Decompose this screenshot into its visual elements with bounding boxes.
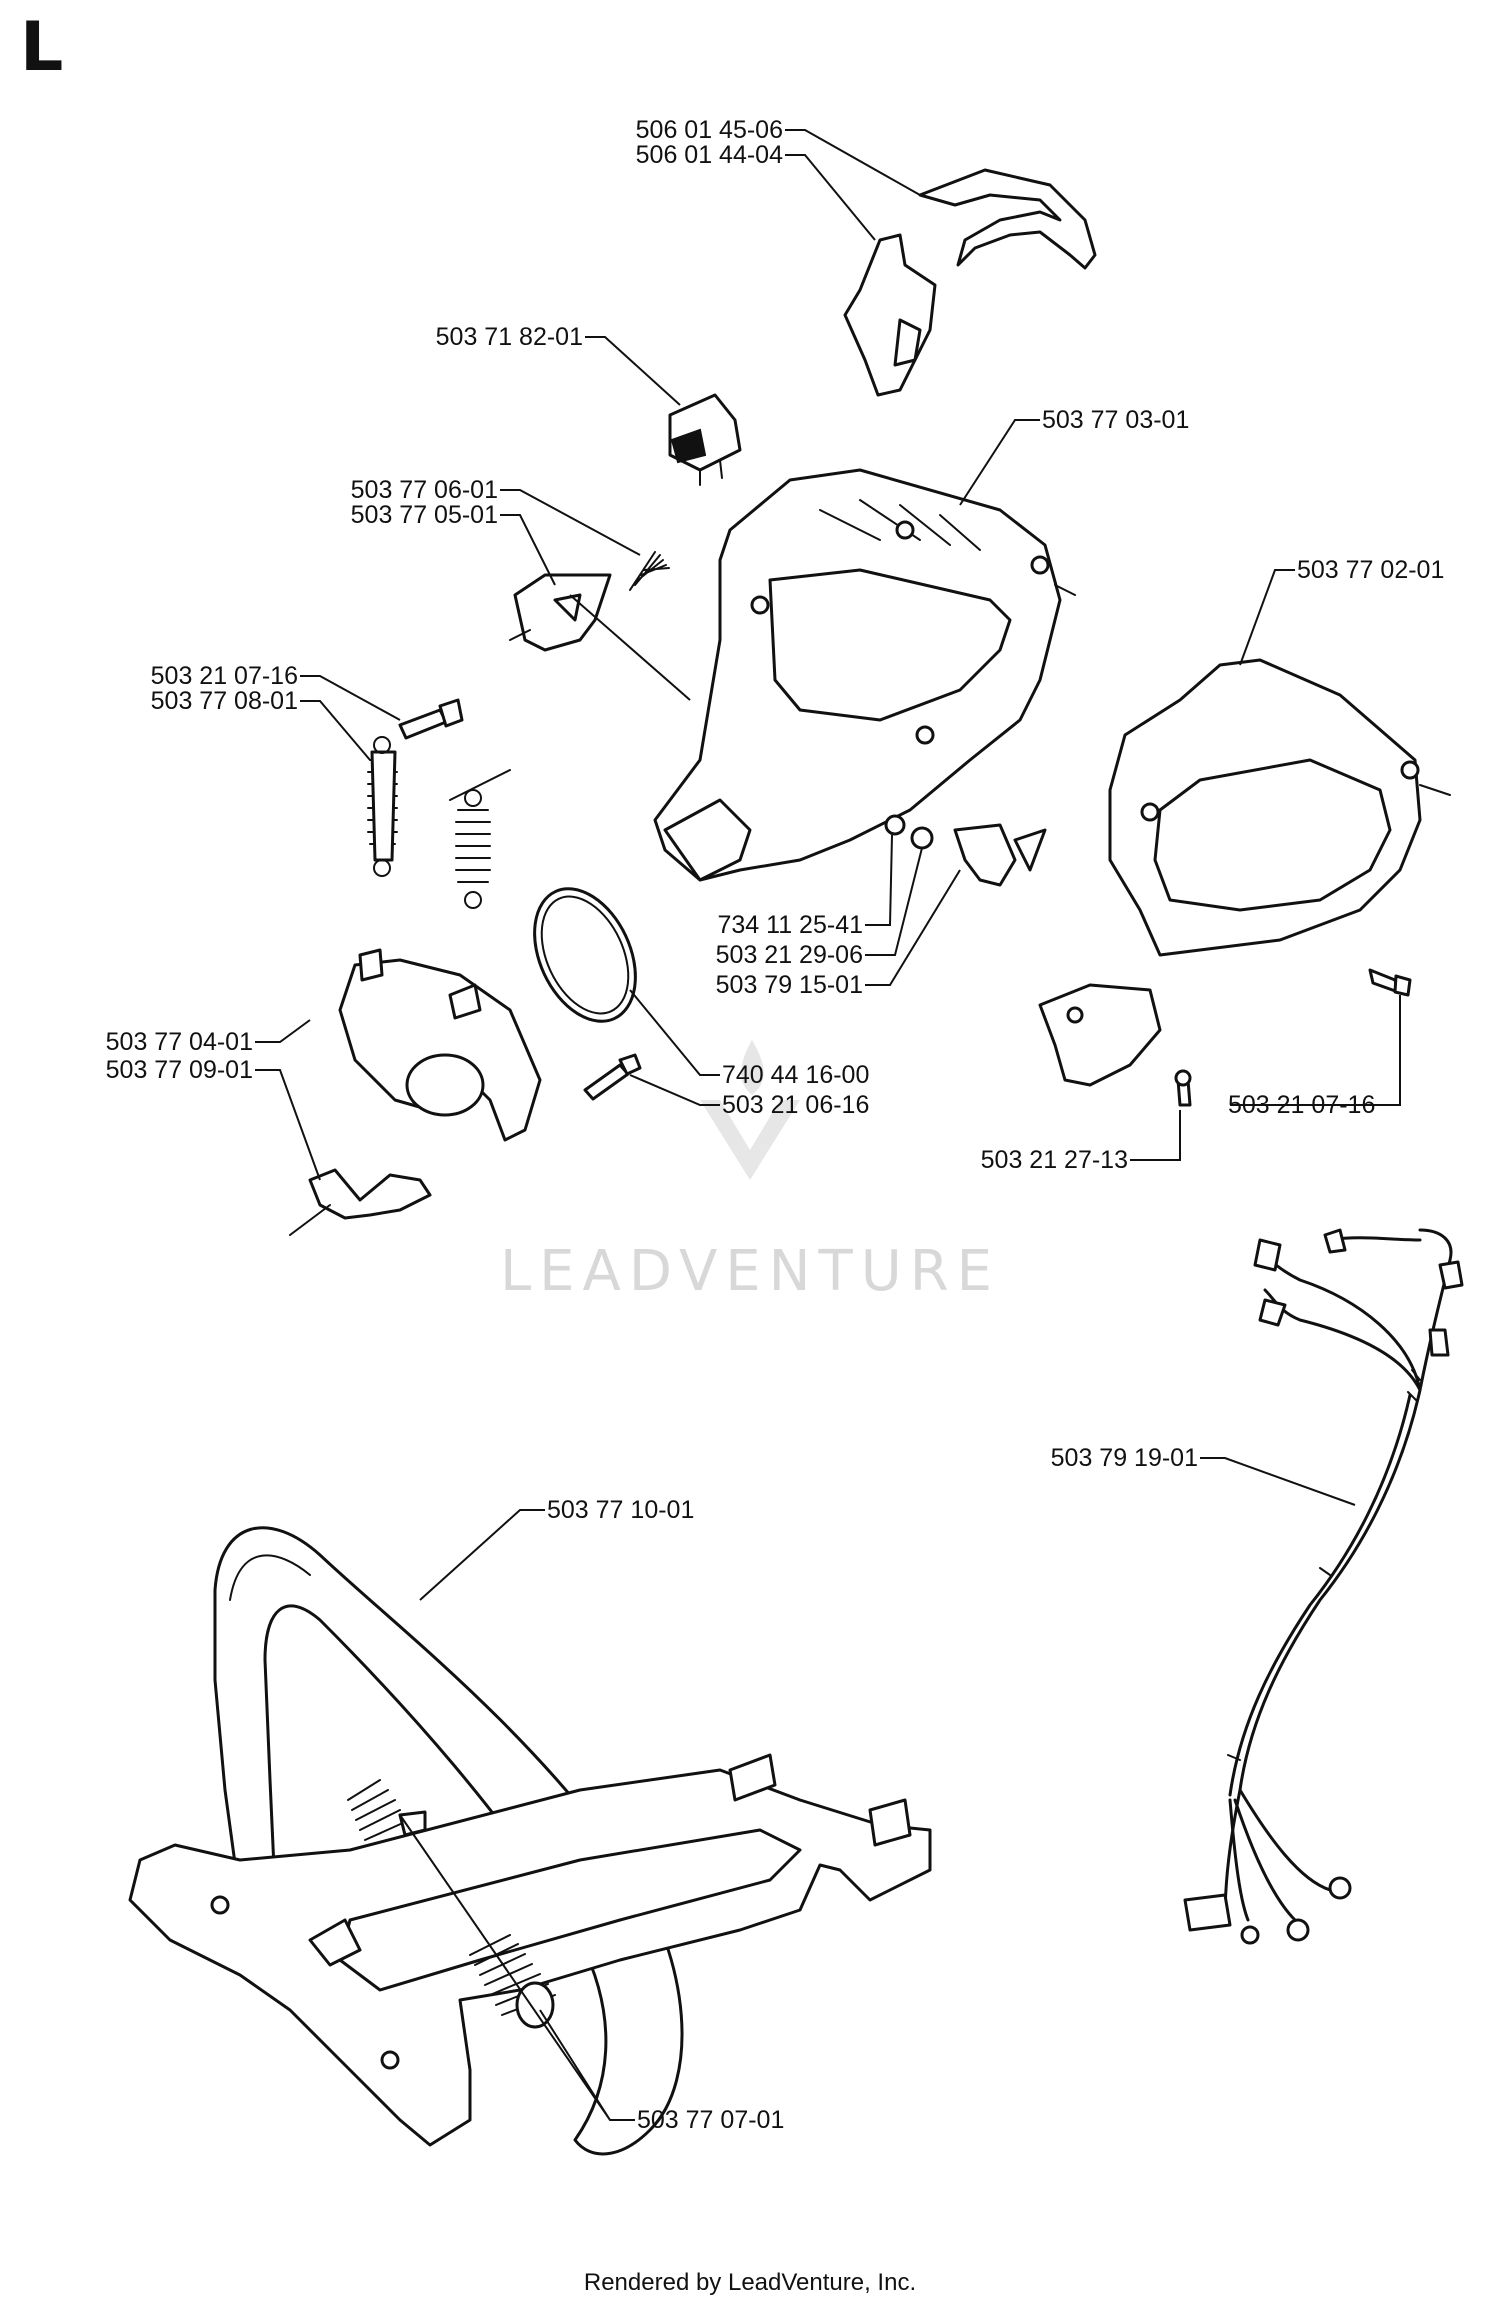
watermark-logo [700, 1040, 800, 1180]
part-label-p21: 503 77 07-01 [637, 2106, 784, 2134]
screw-drawing [398, 698, 464, 740]
part-label-p1: 506 01 45-06 [636, 116, 783, 144]
part-label-p20: 503 77 10-01 [547, 1496, 694, 1524]
throttle-spring-drawing [629, 551, 670, 591]
part-label-p5: 503 77 06-01 [351, 476, 498, 504]
bracket-drawing [338, 948, 542, 1142]
lock-lever-drawing [953, 823, 1047, 887]
part-label-p13: 503 77 04-01 [106, 1028, 253, 1056]
part-label-p18: 503 21 27-13 [981, 1146, 1128, 1174]
part-label-p15: 740 44 16-00 [722, 1061, 869, 1089]
section-letter: L [20, 8, 63, 87]
washer-drawing [884, 814, 934, 850]
part-label-p6: 503 77 05-01 [351, 501, 498, 529]
part-label-p14: 503 77 09-01 [106, 1056, 253, 1084]
part-label-p2: 506 01 44-04 [636, 141, 783, 169]
handle-spring-right-drawing [449, 769, 511, 909]
part-label-p9: 503 77 08-01 [151, 687, 298, 715]
footer-credit: Rendered by LeadVenture, Inc. [584, 2269, 916, 2296]
part-label-p4: 503 77 03-01 [1042, 406, 1189, 434]
part-label-p8: 503 21 07-16 [151, 662, 298, 690]
part-label-p10: 734 11 25-41 [718, 911, 864, 939]
part-label-p7: 503 77 02-01 [1297, 556, 1444, 584]
clip-drawing [289, 1168, 432, 1236]
part-label-p17: 503 21 07-16 [1228, 1091, 1375, 1119]
throttle-trigger-drawing [509, 573, 612, 652]
wire-harness-drawing [1183, 1228, 1464, 1945]
part-label-p12: 503 79 15-01 [716, 971, 863, 999]
o-ring-drawing [533, 887, 637, 1023]
part-label-p3: 503 71 82-01 [436, 323, 583, 351]
handle-housing-drawing [653, 468, 1076, 882]
part-label-p19: 503 79 19-01 [1051, 1444, 1198, 1472]
watermark-text: LEADVENTURE [500, 1239, 1000, 1304]
handle-base-drawing [128, 1753, 932, 2147]
handle-spring-left-drawing [367, 736, 398, 877]
switch-drawing [668, 393, 742, 486]
side-cover-drawing [1038, 658, 1451, 1087]
throttle-wire-drawing [843, 168, 1097, 397]
leader-lines [255, 129, 1401, 2121]
part-label-p11: 503 21 29-06 [716, 941, 863, 969]
part-label-p16: 503 21 06-16 [722, 1091, 869, 1119]
small-screws-drawing [583, 968, 1412, 1107]
